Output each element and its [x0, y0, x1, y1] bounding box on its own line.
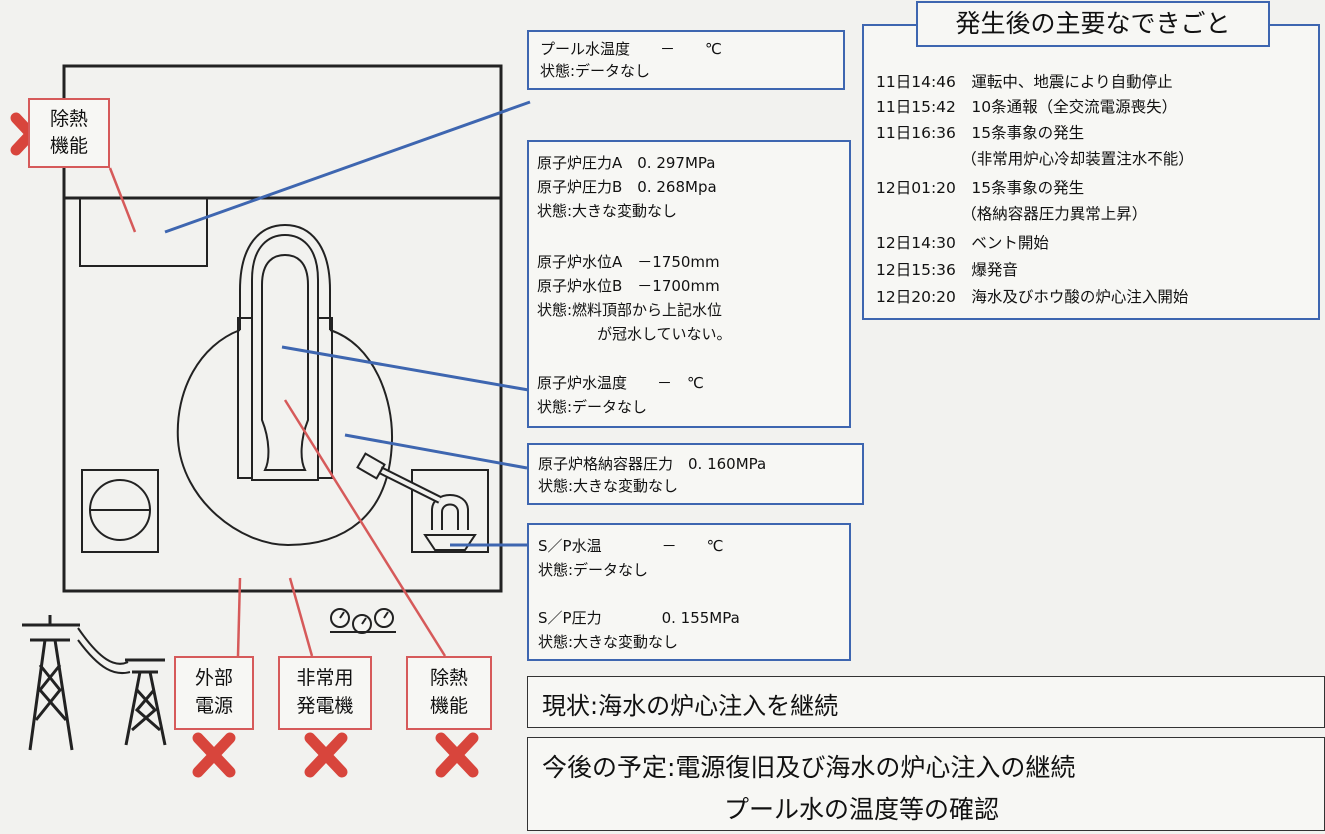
reactor-pressure-a: 原子炉圧力A 0. 297MPa [537, 154, 716, 172]
reactor-status-box: 原子炉圧力A 0. 297MPa 原子炉圧力B 0. 268Mpa 状態:大きな… [527, 140, 851, 428]
event-item: 11日15:42 10条通報（全交流電源喪失） [876, 98, 1178, 116]
events-title: 発生後の主要なできごと [916, 1, 1270, 47]
containment-state: 状態:大きな変動なし [538, 477, 679, 495]
left-pump-equipment [81, 469, 159, 553]
reactor-level-state: 状態:燃料頂部から上記水位 [537, 301, 723, 319]
containment-vessel [176, 223, 394, 547]
red-pointer-lines [108, 167, 447, 657]
pool-status-box: プール水温度 － ℃ 状態:データなし [527, 30, 845, 90]
suppression-pool-status-box: S／P水温 － ℃ 状態:データなし S／P圧力 0. 155MPa 状態:大き… [527, 523, 851, 661]
reactor-level-b: 原子炉水位B －1700mm [537, 277, 720, 295]
pool-state: 状態:データなし [540, 62, 651, 80]
callout-emergency-generator: 非常用 発電機 [278, 656, 372, 730]
callout-line2: 機能 [49, 135, 88, 157]
pool-temperature: プール水温度 － ℃ [540, 40, 722, 58]
event-item: 12日20:20 海水及びホウ酸の炉心注入開始 [876, 288, 1189, 306]
containment-status-box: 原子炉格納容器圧力 0. 160MPa 状態:大きな変動なし [527, 443, 864, 505]
current-status-box: 現状:海水の炉心注入を継続 [527, 676, 1325, 728]
reactor-level-state-cont: が冠水していない。 [537, 325, 732, 343]
event-item: （非常用炉心冷却装置注水不能） [876, 150, 1194, 168]
event-item: 12日14:30 ベント開始 [876, 234, 1049, 252]
event-item: 11日16:36 15条事象の発生 [876, 124, 1085, 142]
future-plan-line1: 今後の予定:電源復旧及び海水の炉心注入の継続 [542, 753, 1076, 782]
reactor-water-temp-state: 状態:データなし [537, 398, 648, 416]
events-panel: 11日14:46 運転中、地震により自動停止 11日15:42 10条通報（全交… [862, 24, 1320, 320]
callout-heat-removal-top: 除熱 機能 [28, 98, 110, 168]
event-item: （格納容器圧力異常上昇） [876, 205, 1148, 223]
sp-pressure-state: 状態:大きな変動なし [538, 633, 679, 651]
transmission-towers-icon [22, 615, 167, 751]
event-item: 11日14:46 運転中、地震により自動停止 [876, 73, 1173, 91]
pointer-lines [164, 100, 542, 547]
reactor-water-temperature: 原子炉水温度 － ℃ [537, 374, 704, 392]
event-item: 12日15:36 爆発音 [876, 261, 1018, 279]
current-status-text: 現状:海水の炉心注入を継続 [542, 692, 839, 720]
callout-line2: 発電機 [296, 695, 354, 717]
callout-line1: 外部 [194, 667, 233, 689]
reactor-level-a: 原子炉水位A －1750mm [537, 253, 720, 271]
reactor-pressure-state: 状態:大きな変動なし [537, 202, 678, 220]
reactor-pressure-b: 原子炉圧力B 0. 268Mpa [537, 178, 717, 196]
reactor-building [62, 64, 503, 593]
future-plan-line2: プール水の温度等の確認 [724, 795, 1000, 824]
callout-line2: 機能 [429, 695, 468, 717]
sp-water-temperature: S／P水温 － ℃ [538, 537, 724, 555]
sp-temp-state: 状態:データなし [538, 561, 649, 579]
callout-line2: 電源 [194, 695, 233, 717]
callout-heat-removal-bottom: 除熱 機能 [406, 656, 492, 730]
reactor-pressure-vessel [237, 233, 333, 481]
callout-line1: 非常用 [296, 667, 354, 689]
sp-pressure: S／P圧力 0. 155MPa [538, 609, 740, 627]
future-plan-box: 今後の予定:電源復旧及び海水の炉心注入の継続 プール水の温度等の確認 [527, 737, 1325, 831]
spent-fuel-pool [79, 197, 208, 267]
containment-pressure: 原子炉格納容器圧力 0. 160MPa [538, 455, 767, 473]
suppression-pool [356, 452, 489, 553]
gauge-icons [330, 608, 396, 634]
callout-external-power: 外部 電源 [174, 656, 254, 730]
event-item: 12日01:20 15条事象の発生 [876, 179, 1085, 197]
callout-line1: 除熱 [49, 108, 88, 130]
callout-line1: 除熱 [429, 667, 468, 689]
